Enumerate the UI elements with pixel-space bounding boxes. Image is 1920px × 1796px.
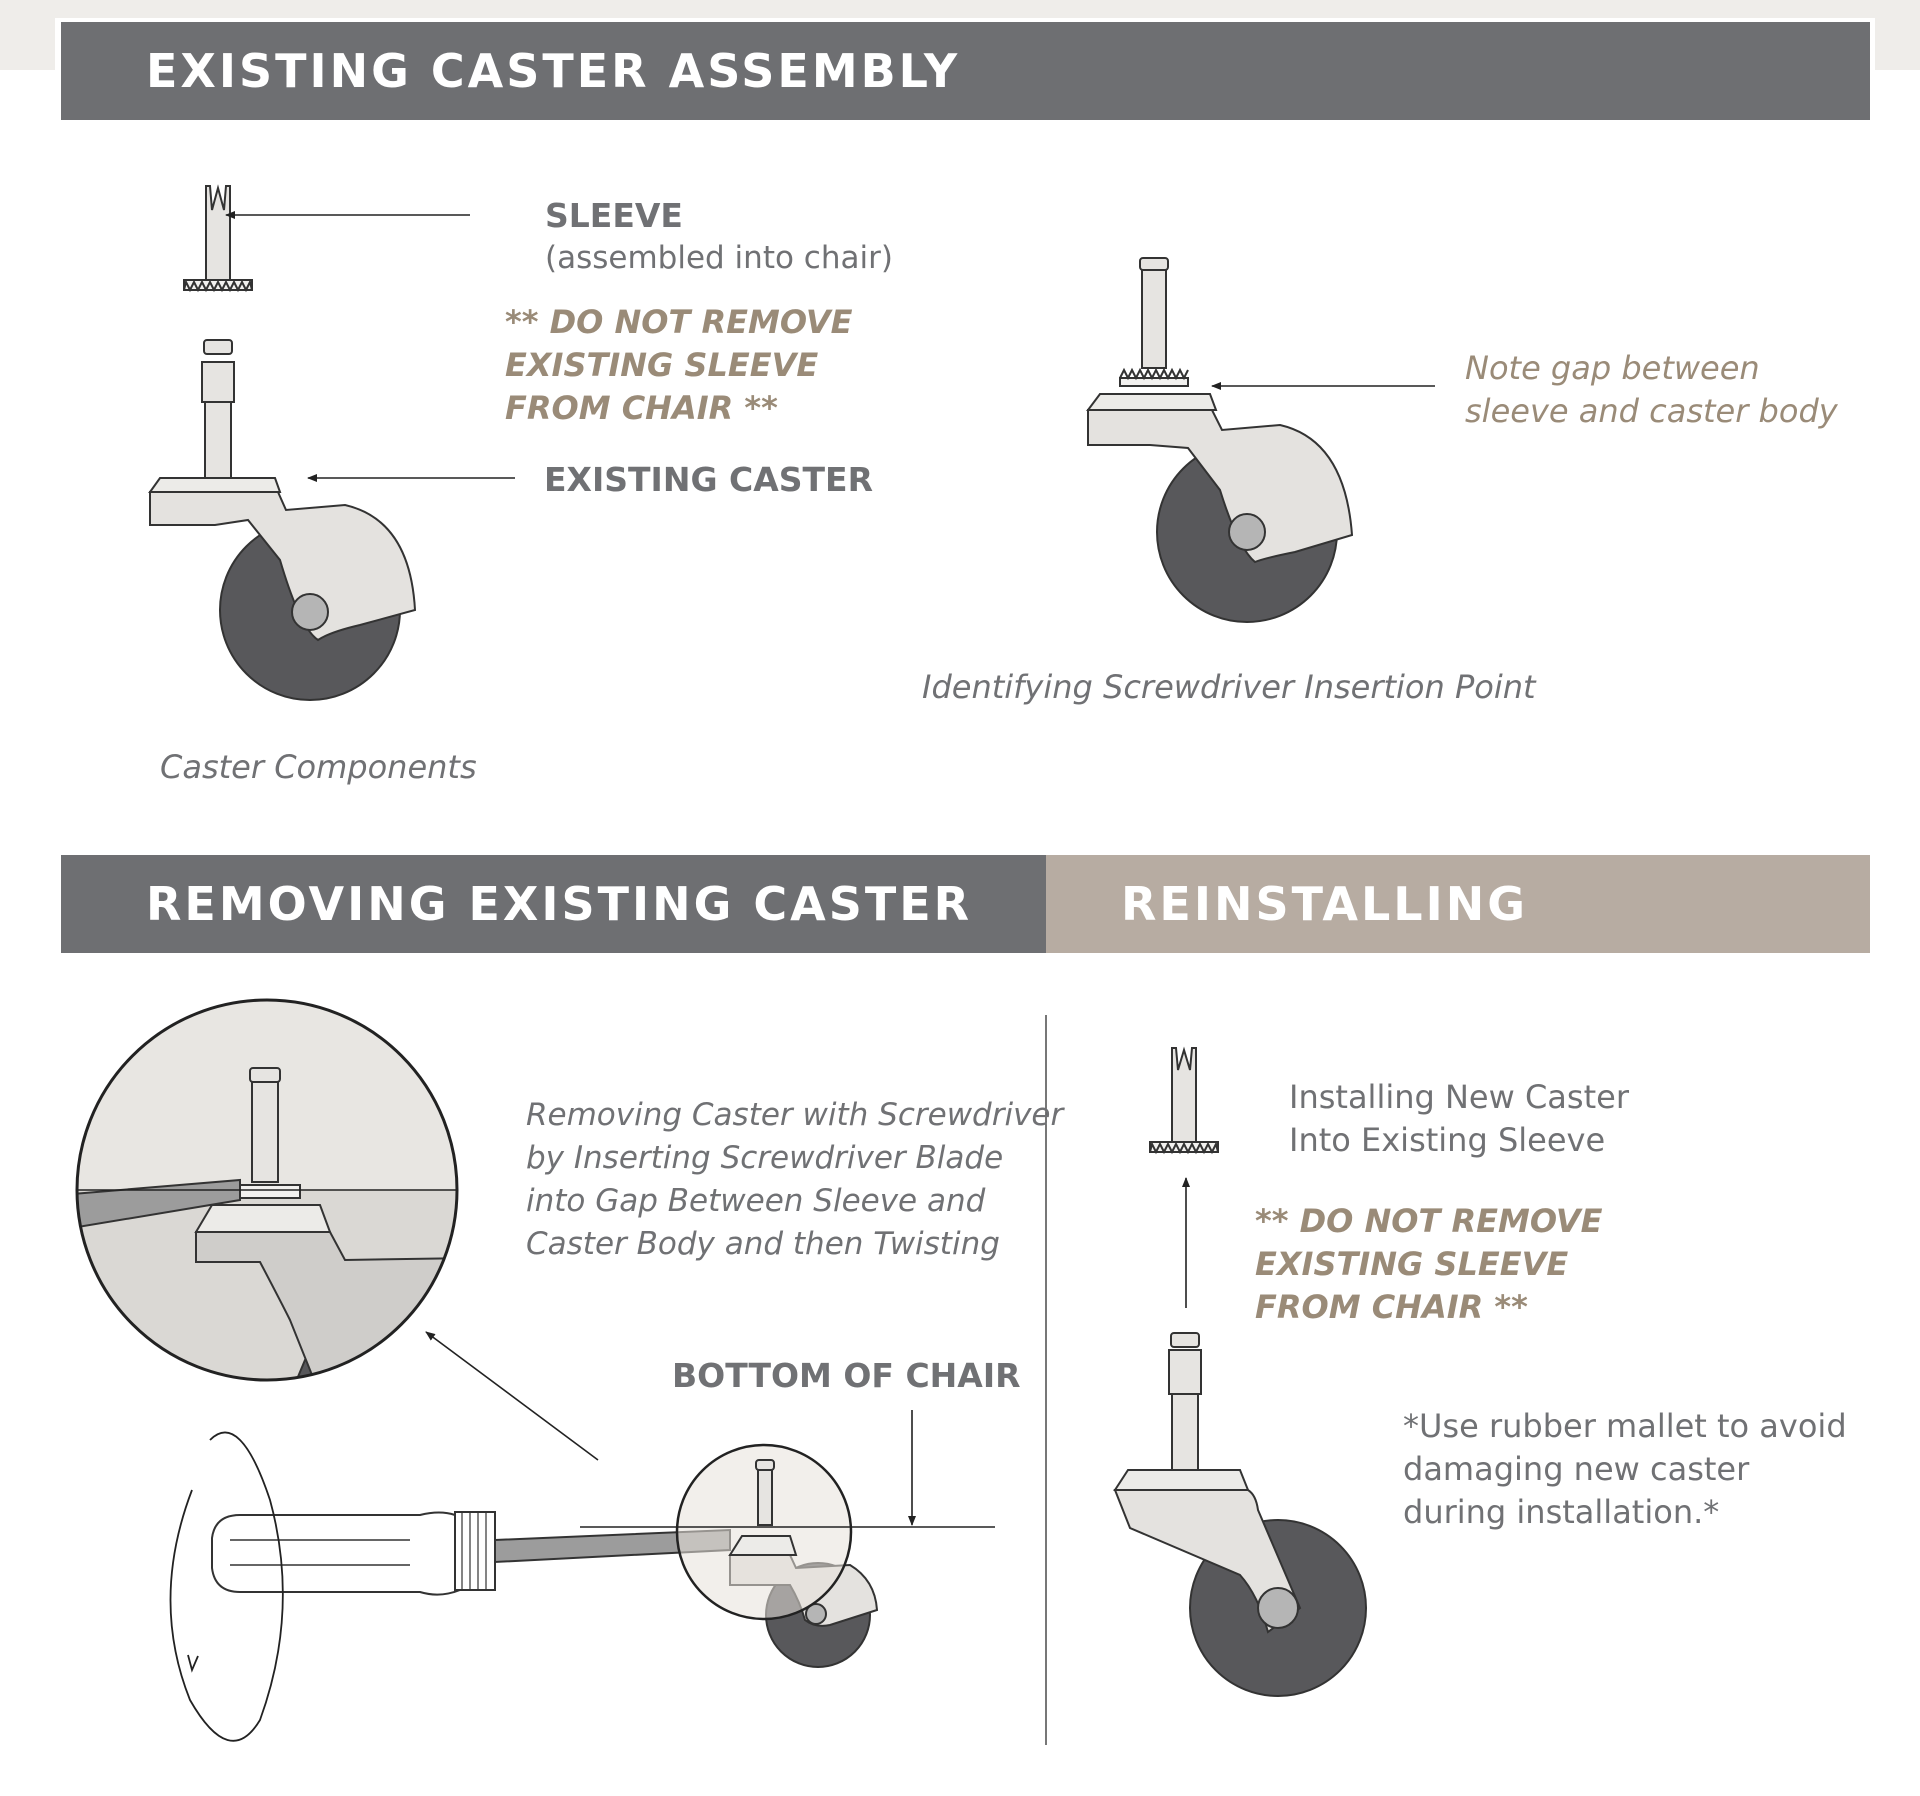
install-text: Installing New Caster Into Existing Slee… — [1289, 1078, 1629, 1159]
header-title: EXISTING CASTER ASSEMBLY — [146, 44, 961, 98]
caster-components-caption: Caster Components — [160, 748, 477, 786]
sleeve-label: SLEEVE — [545, 196, 683, 235]
new-caster-illustration — [1113, 1332, 1367, 1697]
rubber-mallet-note: *Use rubber mallet to avoid damaging new… — [1403, 1407, 1847, 1531]
header-title: REINSTALLING — [1121, 877, 1528, 931]
sleeve-illustration — [183, 184, 253, 293]
header-removing-existing-caster: REMOVING EXISTING CASTER — [61, 855, 1046, 953]
gap-note: Note gap between sleeve and caster body — [1465, 349, 1838, 430]
header-reinstalling: REINSTALLING — [1046, 855, 1870, 953]
reinstall-warning: ** DO NOT REMOVE EXISTING SLEEVE FROM CH… — [1255, 1202, 1603, 1326]
caster-with-sleeve-illustration — [1086, 257, 1354, 623]
zoom-pointer-arrow — [425, 1331, 599, 1461]
zoom-detail-circle — [75, 998, 459, 1382]
removal-instructions: Removing Caster with Screwdriver by Inse… — [526, 1097, 1064, 1262]
screwdriver-illustration — [211, 1511, 731, 1596]
header-title: REMOVING EXISTING CASTER — [146, 877, 973, 931]
do-not-remove-warning: ** DO NOT REMOVE EXISTING SLEEVE FROM CH… — [505, 303, 853, 427]
existing-caster-illustration — [148, 339, 417, 701]
sleeve-sublabel: (assembled into chair) — [545, 240, 893, 276]
screwdriver-insertion-caption: Identifying Screwdriver Insertion Point — [922, 668, 1536, 706]
header-existing-caster-assembly: EXISTING CASTER ASSEMBLY — [61, 22, 1870, 120]
small-zoom-circle — [675, 1443, 879, 1668]
bottom-of-chair-label: BOTTOM OF CHAIR — [672, 1356, 1021, 1395]
rotation-arrow — [169, 1431, 284, 1742]
existing-caster-label: EXISTING CASTER — [544, 460, 874, 499]
new-sleeve-illustration — [1149, 1046, 1219, 1155]
